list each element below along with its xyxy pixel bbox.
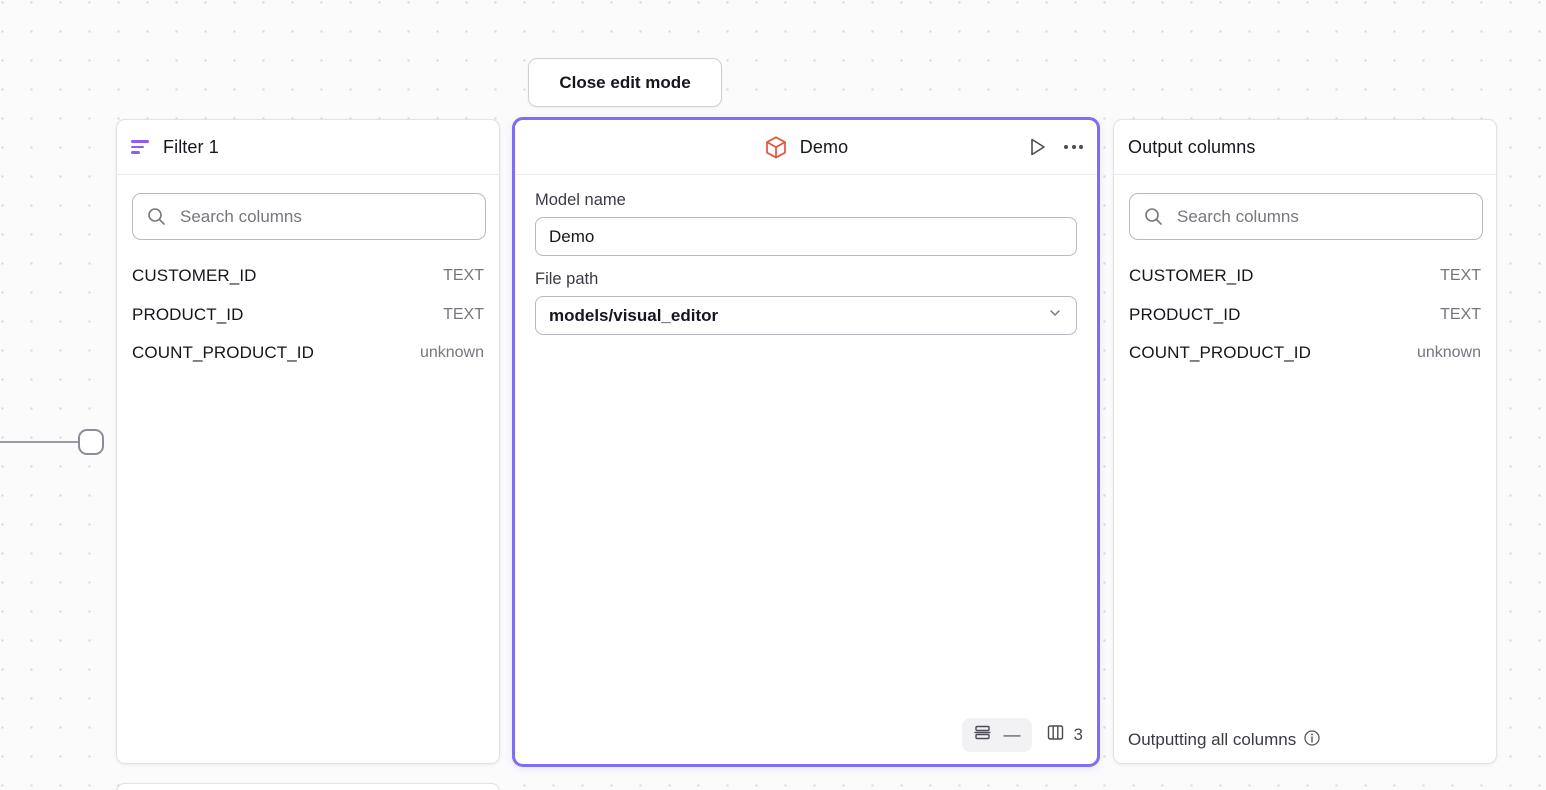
columns-count: 3 (1073, 725, 1083, 744)
filter-search-input[interactable]: Search columns (132, 193, 486, 240)
model-name-label: Model name (535, 191, 626, 209)
column-name: COUNT_PRODUCT_ID (1129, 343, 1312, 363)
model-node-footer: — 3 (961, 718, 1083, 752)
output-node-body: Search columns CUSTOMER_ID TEXT PRODUCT_… (1114, 175, 1496, 763)
filter-column-list: CUSTOMER_ID TEXT PRODUCT_ID TEXT COUNT_P… (117, 257, 499, 373)
output-node-title: Output columns (1128, 136, 1256, 157)
column-type: TEXT (1440, 267, 1481, 285)
close-edit-mode-button[interactable]: Close edit mode (528, 58, 722, 107)
partial-node-below[interactable] (116, 783, 500, 790)
rows-icon (973, 723, 992, 747)
column-type: TEXT (1440, 305, 1481, 323)
filter-node[interactable]: Filter 1 Search columns CUSTOMER_ID TEXT (116, 119, 500, 764)
table-row[interactable]: PRODUCT_ID TEXT (117, 296, 499, 335)
model-node-actions (1026, 120, 1083, 174)
filter-search-placeholder: Search columns (180, 206, 302, 226)
search-icon (147, 207, 166, 226)
column-type: unknown (419, 344, 484, 362)
model-node-header: Demo (515, 120, 1097, 175)
filter-icon (131, 140, 149, 154)
file-path-value: models/visual_editor (549, 305, 719, 325)
table-row[interactable]: PRODUCT_ID TEXT (1114, 296, 1496, 335)
model-node-title: Demo (799, 136, 849, 157)
column-type: TEXT (443, 267, 484, 285)
column-type: TEXT (443, 305, 484, 323)
file-path-select[interactable]: models/visual_editor (535, 296, 1077, 335)
columns-icon (1046, 723, 1065, 747)
model-node[interactable]: Demo Model name Demo File path models/vi… (512, 117, 1100, 767)
filter-node-title: Filter 1 (163, 136, 219, 157)
connection-handle[interactable] (78, 429, 104, 455)
output-search-placeholder: Search columns (1177, 206, 1299, 226)
search-icon (1144, 207, 1163, 226)
table-row[interactable]: COUNT_PRODUCT_ID unknown (117, 334, 499, 373)
connection-edge (0, 441, 80, 443)
model-form: Model name Demo File path models/visual_… (515, 175, 1097, 335)
output-footer-text: Outputting all columns (1128, 730, 1297, 749)
output-node-header: Output columns (1114, 120, 1496, 175)
output-column-list: CUSTOMER_ID TEXT PRODUCT_ID TEXT COUNT_P… (1114, 257, 1496, 373)
columns-indicator[interactable]: 3 (1046, 723, 1083, 747)
table-row[interactable]: COUNT_PRODUCT_ID unknown (1114, 334, 1496, 373)
output-search-input[interactable]: Search columns (1129, 193, 1483, 240)
table-row[interactable]: CUSTOMER_ID TEXT (1114, 257, 1496, 296)
column-type: unknown (1416, 344, 1481, 362)
rows-indicator[interactable]: — (961, 718, 1032, 752)
more-options-icon[interactable] (1064, 145, 1083, 149)
column-name: PRODUCT_ID (132, 304, 244, 324)
output-columns-node[interactable]: Output columns Search columns CUSTOMER_I… (1113, 119, 1497, 764)
model-node-body: Model name Demo File path models/visual_… (515, 175, 1097, 764)
rows-count: — (1003, 725, 1021, 744)
play-icon[interactable] (1026, 136, 1048, 158)
filter-node-header: Filter 1 (117, 120, 499, 175)
info-icon[interactable] (1303, 729, 1321, 752)
output-footer: Outputting all columns (1114, 717, 1496, 763)
model-name-input[interactable]: Demo (535, 217, 1077, 256)
column-name: CUSTOMER_ID (1129, 266, 1254, 286)
chevron-down-icon (1047, 305, 1063, 326)
cube-icon (764, 135, 788, 160)
column-name: CUSTOMER_ID (132, 266, 257, 286)
column-name: PRODUCT_ID (1129, 304, 1241, 324)
column-name: COUNT_PRODUCT_ID (132, 343, 315, 363)
file-path-label: File path (535, 270, 599, 288)
filter-node-body: Search columns CUSTOMER_ID TEXT PRODUCT_… (117, 175, 499, 763)
table-row[interactable]: CUSTOMER_ID TEXT (117, 257, 499, 296)
